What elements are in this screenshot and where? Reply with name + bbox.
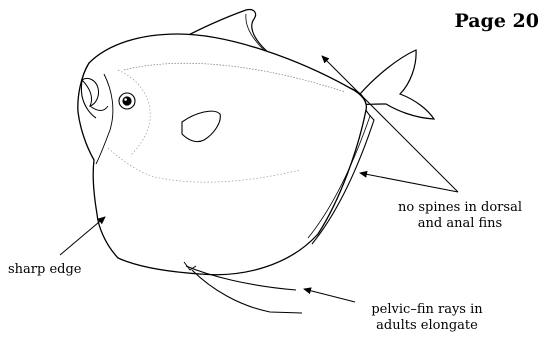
caudal-fin bbox=[360, 50, 434, 119]
eye-inner bbox=[122, 96, 131, 105]
arrow-anal-spines bbox=[360, 173, 458, 192]
label-no-spines-line2: and anal fins bbox=[385, 216, 535, 232]
label-sharp-edge: sharp edge bbox=[8, 262, 82, 278]
arrow-sharp-edge bbox=[60, 217, 105, 255]
label-pelvic-line2: adults elongate bbox=[362, 318, 492, 334]
arrow-pelvic bbox=[304, 289, 355, 302]
label-no-spines-line1: no spines in dorsal bbox=[385, 200, 535, 216]
label-sharp-edge-text: sharp edge bbox=[8, 262, 82, 278]
label-pelvic-line1: pelvic–fin rays in bbox=[362, 302, 492, 318]
pelvic-fin-ray-lower bbox=[192, 270, 302, 313]
fish-body bbox=[78, 34, 367, 275]
page-number: Page 20 bbox=[454, 10, 539, 32]
label-pelvic-fin: pelvic–fin rays in adults elongate bbox=[362, 302, 492, 334]
eye-highlight bbox=[124, 98, 127, 101]
label-no-spines: no spines in dorsal and anal fins bbox=[385, 200, 535, 232]
